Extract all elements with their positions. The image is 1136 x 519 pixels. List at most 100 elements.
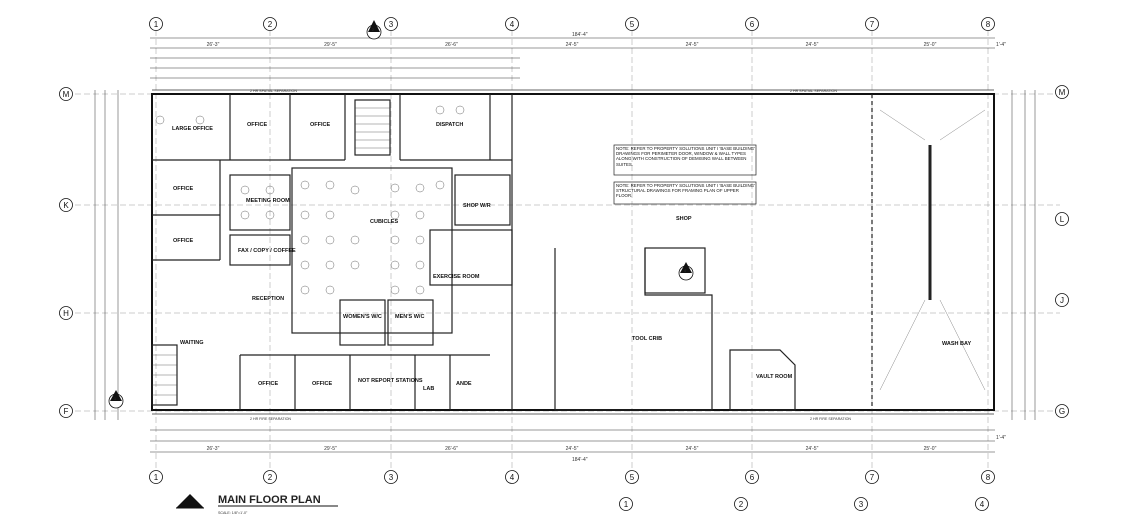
bay-dim-bottom-6: 24'-5" — [806, 446, 819, 452]
furniture-chair — [350, 185, 360, 195]
grid-col-top-2: 2 — [263, 17, 277, 31]
grid-col-bottom-1-label: 1 — [154, 473, 159, 482]
furniture-chair — [325, 260, 335, 270]
room-meeting: MEETING ROOM — [246, 198, 290, 204]
grid-col-bottom2-1-label: 1 — [624, 500, 629, 509]
furniture-chair — [435, 105, 445, 115]
grid-col-bottom2-4-label: 4 — [980, 500, 985, 509]
room-reception: RECEPTION — [252, 296, 284, 302]
grid-row-left-H: H — [59, 306, 73, 320]
note-1: NOTE: REFER TO PROPERTY SOLUTIONS UNIT I… — [616, 146, 755, 167]
furniture-chair — [240, 210, 250, 220]
room-office-6: OFFICE — [312, 381, 332, 387]
grid-col-top-4: 4 — [505, 17, 519, 31]
grid-lines — [75, 30, 1060, 470]
room-wash-bay: WASH BAY — [942, 341, 971, 347]
furniture-chair — [240, 185, 250, 195]
right-dim-bottom: 1'-4" — [996, 435, 1006, 441]
furniture-chair — [415, 210, 425, 220]
room-shop-wr: SHOP W/R — [463, 203, 491, 209]
section-marker-1: 2 — [366, 20, 382, 40]
bay-dim-top-5: 24'-5" — [686, 42, 699, 48]
room-office-2: OFFICE — [310, 122, 330, 128]
grid-col-bottom-1: 1 — [149, 470, 163, 484]
grid-row-right-J-label: J — [1060, 296, 1064, 305]
plan-title: MAIN FLOOR PLAN — [218, 494, 321, 506]
grid-col-bottom-7: 7 — [865, 470, 879, 484]
grid-col-bottom-4-label: 4 — [510, 473, 515, 482]
furniture-chair — [390, 183, 400, 193]
room-lab: LAB — [423, 386, 434, 392]
room-vault: VAULT ROOM — [756, 374, 793, 380]
note-box-1 — [613, 144, 757, 176]
overall-dim-top: 184'-4" — [572, 32, 588, 38]
bay-dim-top-1: 26'-3" — [207, 42, 220, 48]
furniture-chair — [325, 235, 335, 245]
grid-col-top-4-label: 4 — [510, 20, 515, 29]
bay-dim-bottom-5: 24'-5" — [686, 446, 699, 452]
bay-dims-top: 26'-3" 29'-5" 26'-6" 24'-5" 24'-5" 24'-5" 25'-… — [207, 42, 937, 48]
bay-dim-bottom-3: 26'-6" — [445, 446, 458, 452]
bay-dim-top-6: 24'-5" — [806, 42, 819, 48]
section-marker-2-num: 4 — [684, 269, 686, 273]
furniture-chair — [390, 210, 400, 220]
furniture-chair — [415, 235, 425, 245]
grid-col-bottom-2-label: 2 — [268, 473, 273, 482]
section-marker-3: 1 — [108, 390, 124, 409]
room-tool-crib: TOOL CRIB — [632, 336, 662, 342]
grid-col-top-1-label: 1 — [154, 20, 159, 29]
grid-row-right-G: G — [1055, 404, 1069, 418]
furniture-chair — [300, 235, 310, 245]
grid-col-bottom2-3-label: 3 — [859, 500, 864, 509]
plan-scale: SCALE: 1/8"=1'-0" — [218, 511, 248, 515]
furniture-chair — [325, 210, 335, 220]
furniture-chair — [390, 235, 400, 245]
room-large-office: LARGE OFFICE — [172, 126, 213, 132]
grid-col-bottom-5-label: 5 — [630, 473, 635, 482]
grid-col-top-6-label: 6 — [750, 20, 755, 29]
grid-col-top-6: 6 — [745, 17, 759, 31]
bay-dims-bottom: 26'-3"29'-5"26'-6"24'-5"24'-5"24'-5"25'-… — [207, 446, 937, 452]
room-office-1: OFFICE — [247, 122, 267, 128]
furniture-chair — [415, 183, 425, 193]
room-office-5: OFFICE — [258, 381, 278, 387]
interior-walls — [151, 94, 932, 411]
cubicle-furniture — [155, 105, 465, 295]
furniture-chair — [415, 260, 425, 270]
grid-col-bottom-2: 2 — [263, 470, 277, 484]
title-block: MAIN FLOOR PLAN SCALE: 1/8"=1'-0" — [176, 494, 338, 515]
furniture-chair — [300, 285, 310, 295]
grid-row-left-K: K — [59, 198, 73, 212]
grid-row-left-K-label: K — [63, 201, 69, 210]
note-1-wrap: NOTE: REFER TO PROPERTY SOLUTIONS UNIT I… — [616, 146, 755, 167]
right-dim-top: 1'-4" — [996, 42, 1006, 48]
grid-row-left-F: F — [59, 404, 73, 418]
grid-col-bottom2-1: 1 — [619, 497, 633, 511]
bay-dim-top-3: 26'-6" — [445, 42, 458, 48]
overall-dim-bottom: 184'-4" — [572, 457, 588, 463]
grid-col-top-3: 3 — [384, 17, 398, 31]
furniture-chair — [265, 210, 275, 220]
note-2: NOTE: REFER TO PROPERTY SOLUTIONS UNIT I… — [616, 183, 755, 199]
bay-dim-top-4: 24'-5" — [566, 42, 579, 48]
note-box-2 — [613, 181, 757, 205]
fire-sep-label-1: 2 HR FIRE SEPARATION — [250, 417, 291, 421]
furniture-chair — [390, 260, 400, 270]
spatial-sep-label-2: 2 HR SPATIAL SEPARATION — [790, 89, 837, 93]
grid-row-left-H-label: H — [63, 309, 69, 318]
section-marker-3-num: 1 — [114, 397, 116, 401]
bay-dim-bottom-4: 24'-5" — [566, 446, 579, 452]
grid-row-right-M: M — [1055, 85, 1069, 99]
bay-dim-top-7: 25'-0" — [924, 42, 937, 48]
bay-dim-top-2: 29'-5" — [324, 42, 337, 48]
room-exercise: EXERCISE ROOM — [433, 274, 480, 280]
bay-dim-bottom-2: 29'-5" — [324, 446, 337, 452]
furniture-chair — [350, 235, 360, 245]
grid-col-top-8-label: 8 — [986, 20, 991, 29]
grid-row-right-J: J — [1055, 293, 1069, 307]
wash-bay-hatch — [879, 109, 986, 391]
room-dispatch: DISPATCH — [436, 122, 463, 128]
bay-dim-bottom-1: 26'-3" — [207, 446, 220, 452]
